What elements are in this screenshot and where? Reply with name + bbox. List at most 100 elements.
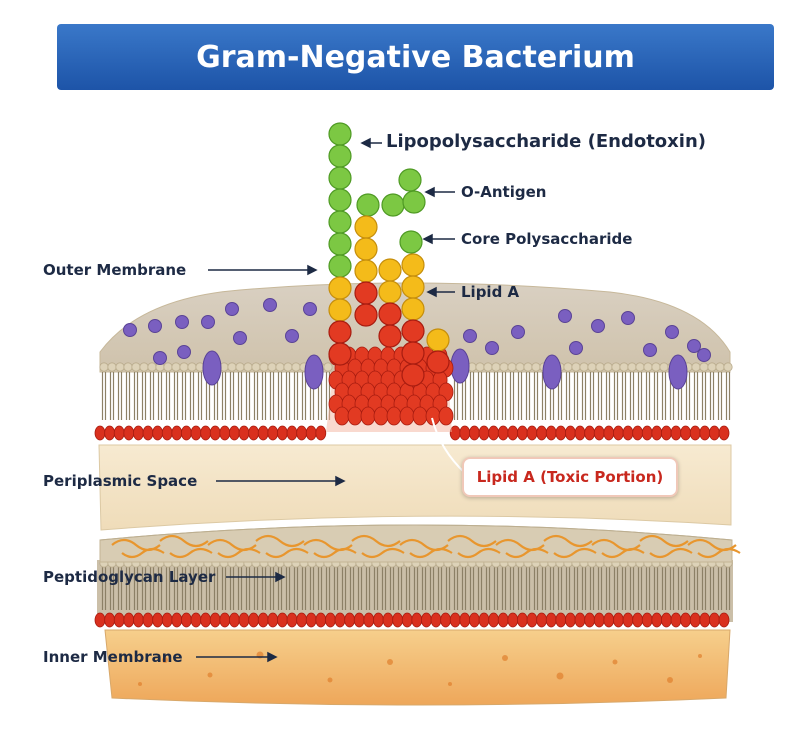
lps-bead <box>401 297 425 321</box>
lps-bead <box>354 259 378 283</box>
phospholipid-head <box>691 362 701 372</box>
membrane-bead <box>593 612 605 628</box>
lps-bead <box>354 281 378 305</box>
membrane-bead <box>430 612 442 628</box>
membrane-bead <box>507 612 519 628</box>
membrane-bead <box>372 612 384 628</box>
membrane-bead <box>468 612 480 628</box>
lps-bead <box>401 253 425 277</box>
membrane-bead <box>497 612 509 628</box>
phospholipid-head <box>595 362 605 372</box>
phospholipid-head <box>171 362 181 372</box>
phospholipid-head <box>275 362 285 372</box>
membrane-bead <box>104 612 115 628</box>
membrane-bead <box>276 425 288 441</box>
membrane-bead <box>555 612 567 628</box>
phospholipid-head <box>523 362 533 372</box>
lipid-a-bead <box>386 406 402 426</box>
label-core-polysaccharide: Core Polysaccharide <box>461 230 633 248</box>
membrane-bead <box>363 612 375 628</box>
membrane-bead <box>190 612 202 628</box>
membrane-bead <box>459 612 471 628</box>
phospholipid-head <box>235 362 245 372</box>
phospholipid-head <box>579 362 589 372</box>
membrane-bead <box>296 612 308 628</box>
membrane-bead <box>267 612 279 628</box>
label-periplasmic-space: Periplasmic Space <box>43 472 198 490</box>
lps-bead <box>378 302 402 326</box>
cytoplasm-slab <box>104 629 731 706</box>
label-peptidoglycan-layer: Peptidoglycan Layer <box>43 568 216 586</box>
membrane-bead <box>219 612 231 628</box>
lps-bead <box>402 190 426 214</box>
membrane-bead <box>305 612 317 628</box>
phospholipid-head <box>259 362 269 372</box>
membrane-bead <box>401 612 413 628</box>
membrane-bead <box>142 612 154 628</box>
lipid-a-bead <box>360 406 376 426</box>
membrane-bead <box>171 425 183 441</box>
phospholipid-head <box>483 362 493 372</box>
label-lipid-a-toxic: Lipid A (Toxic Portion) <box>476 468 664 486</box>
inner-membrane <box>94 558 733 628</box>
membrane-bead <box>315 612 327 628</box>
membrane-bead <box>411 612 423 628</box>
membrane-protein <box>201 315 215 329</box>
membrane-bead <box>478 612 490 628</box>
membrane-bead <box>622 425 634 441</box>
lps-bead <box>328 188 352 212</box>
membrane-bead <box>651 425 663 441</box>
phospholipid-head <box>699 362 709 372</box>
membrane-protein <box>175 315 189 329</box>
lps-bead <box>378 280 402 304</box>
membrane-bead <box>632 425 643 441</box>
membrane-bead <box>536 425 547 441</box>
phospholipid-head <box>99 362 109 372</box>
membrane-bead <box>574 425 586 441</box>
membrane-bead <box>420 612 432 628</box>
phospholipid-head <box>475 362 485 372</box>
label-o-antigen: O-Antigen <box>461 183 547 201</box>
membrane-protein <box>665 325 679 339</box>
phospholipid-head <box>283 362 293 372</box>
phospholipid-head <box>227 362 237 372</box>
membrane-bead <box>526 425 538 441</box>
membrane-bead <box>709 425 720 441</box>
membrane-protein <box>621 311 635 325</box>
lps-bead <box>378 324 402 348</box>
lps-bead <box>328 210 352 234</box>
lps-bead <box>328 166 352 190</box>
membrane-bead <box>526 612 538 628</box>
membrane-bead <box>603 612 615 628</box>
membrane-bead <box>468 425 480 441</box>
membrane-proteins <box>123 298 711 390</box>
lps-bead <box>328 320 352 344</box>
membrane-bead <box>152 425 164 441</box>
phospholipid-head <box>603 362 613 372</box>
membrane-bead <box>555 425 567 441</box>
lipid-a-bead <box>347 406 363 426</box>
phospholipid-head <box>515 362 525 372</box>
membrane-bead <box>584 612 595 628</box>
membrane-protein <box>668 354 688 390</box>
membrane-bead <box>267 425 279 441</box>
phospholipid-head <box>179 362 189 372</box>
lipid-a-bead <box>412 406 428 426</box>
membrane-bead <box>517 612 528 628</box>
lipid-a-bead <box>438 406 454 426</box>
lps-bead <box>354 215 378 239</box>
lps-bead <box>328 232 352 256</box>
phospholipid-head <box>651 362 661 372</box>
membrane-bead <box>123 425 135 441</box>
membrane-bead <box>670 425 682 441</box>
phospholipid-head <box>251 362 261 372</box>
membrane-bead <box>641 425 653 441</box>
membrane-bead <box>661 425 672 441</box>
membrane-protein <box>225 302 239 316</box>
membrane-bead <box>286 612 298 628</box>
membrane-bead <box>257 425 269 441</box>
membrane-protein <box>450 348 470 384</box>
label-lps: Lipopolysaccharide (Endotoxin) <box>386 131 706 152</box>
membrane-protein <box>123 323 137 337</box>
